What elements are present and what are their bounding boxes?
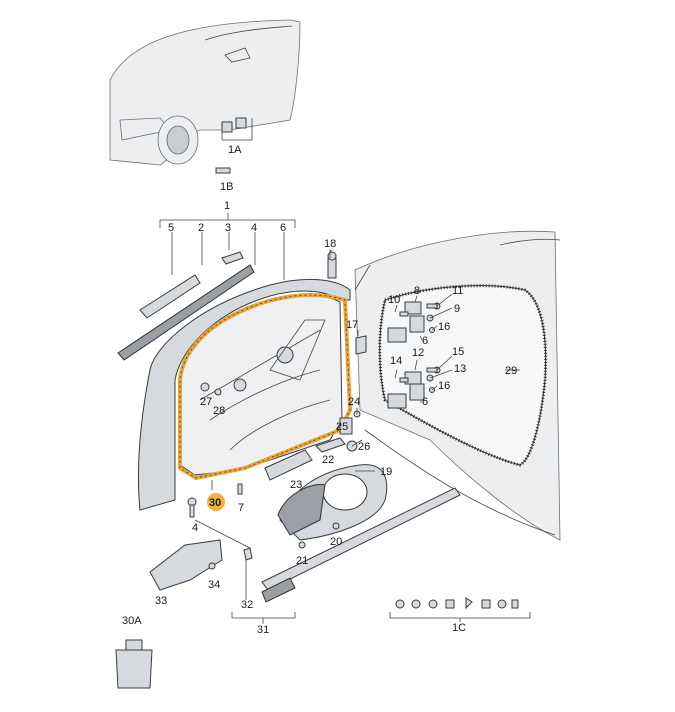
label-30: 30 [209,497,221,509]
label-13: 13 [454,363,466,375]
label-26: 26 [358,441,370,453]
label-2: 2 [198,222,204,234]
sill-strip [261,487,461,603]
bottle-30A [115,639,153,689]
label-5: 5 [168,222,174,234]
label-19: 19 [380,466,392,478]
label-20: 20 [330,536,342,548]
label-25: 25 [336,421,348,433]
hinges [387,293,453,409]
label-27: 27 [200,396,212,408]
handle-and-frame [264,449,388,549]
label-1C: 1C [452,622,466,634]
label-3: 3 [225,222,231,234]
group-bracket-31 [231,612,296,624]
label-34: 34 [208,579,220,591]
part-labels: 1A 1B 1 5 2 3 4 6 18 10 8 11 9 16 17 6 1… [122,144,517,636]
label-16a: 16 [438,321,450,333]
label-31: 31 [257,624,269,636]
bolts-4-7 [187,483,243,518]
label-6c: 6 [422,396,428,408]
label-18: 18 [324,238,336,250]
label-15: 15 [452,346,464,358]
label-33: 33 [155,595,167,607]
lock-parts [200,382,363,453]
label-4b: 4 [192,522,198,534]
label-9: 9 [454,303,460,315]
label-24: 24 [348,396,360,408]
window-strips [117,251,255,361]
label-23: 23 [290,479,302,491]
label-22: 22 [322,454,334,466]
label-7: 7 [238,502,244,514]
label-16b: 16 [438,380,450,392]
label-6b: 6 [422,335,428,347]
label-29: 29 [505,365,517,377]
label-30A: 30A [122,615,142,627]
label-28: 28 [213,405,225,417]
group-bracket-1 [159,213,296,280]
label-17: 17 [346,319,358,331]
label-12: 12 [412,347,424,359]
leader-lines [211,250,520,490]
bracket-33 [149,519,253,600]
label-4a: 4 [251,222,257,234]
label-14: 14 [390,355,402,367]
label-32: 32 [241,599,253,611]
label-1A: 1A [228,144,242,156]
label-1: 1 [224,200,230,212]
label-10: 10 [388,294,400,306]
highlight-30-circle [207,493,225,511]
label-8: 8 [414,285,420,297]
door-shell [137,278,353,511]
label-11: 11 [452,285,463,297]
car-thumbnail [109,19,301,174]
label-6a: 6 [280,222,286,234]
label-1B: 1B [220,181,233,193]
label-21: 21 [296,555,308,567]
fasteners-1C [389,597,531,622]
